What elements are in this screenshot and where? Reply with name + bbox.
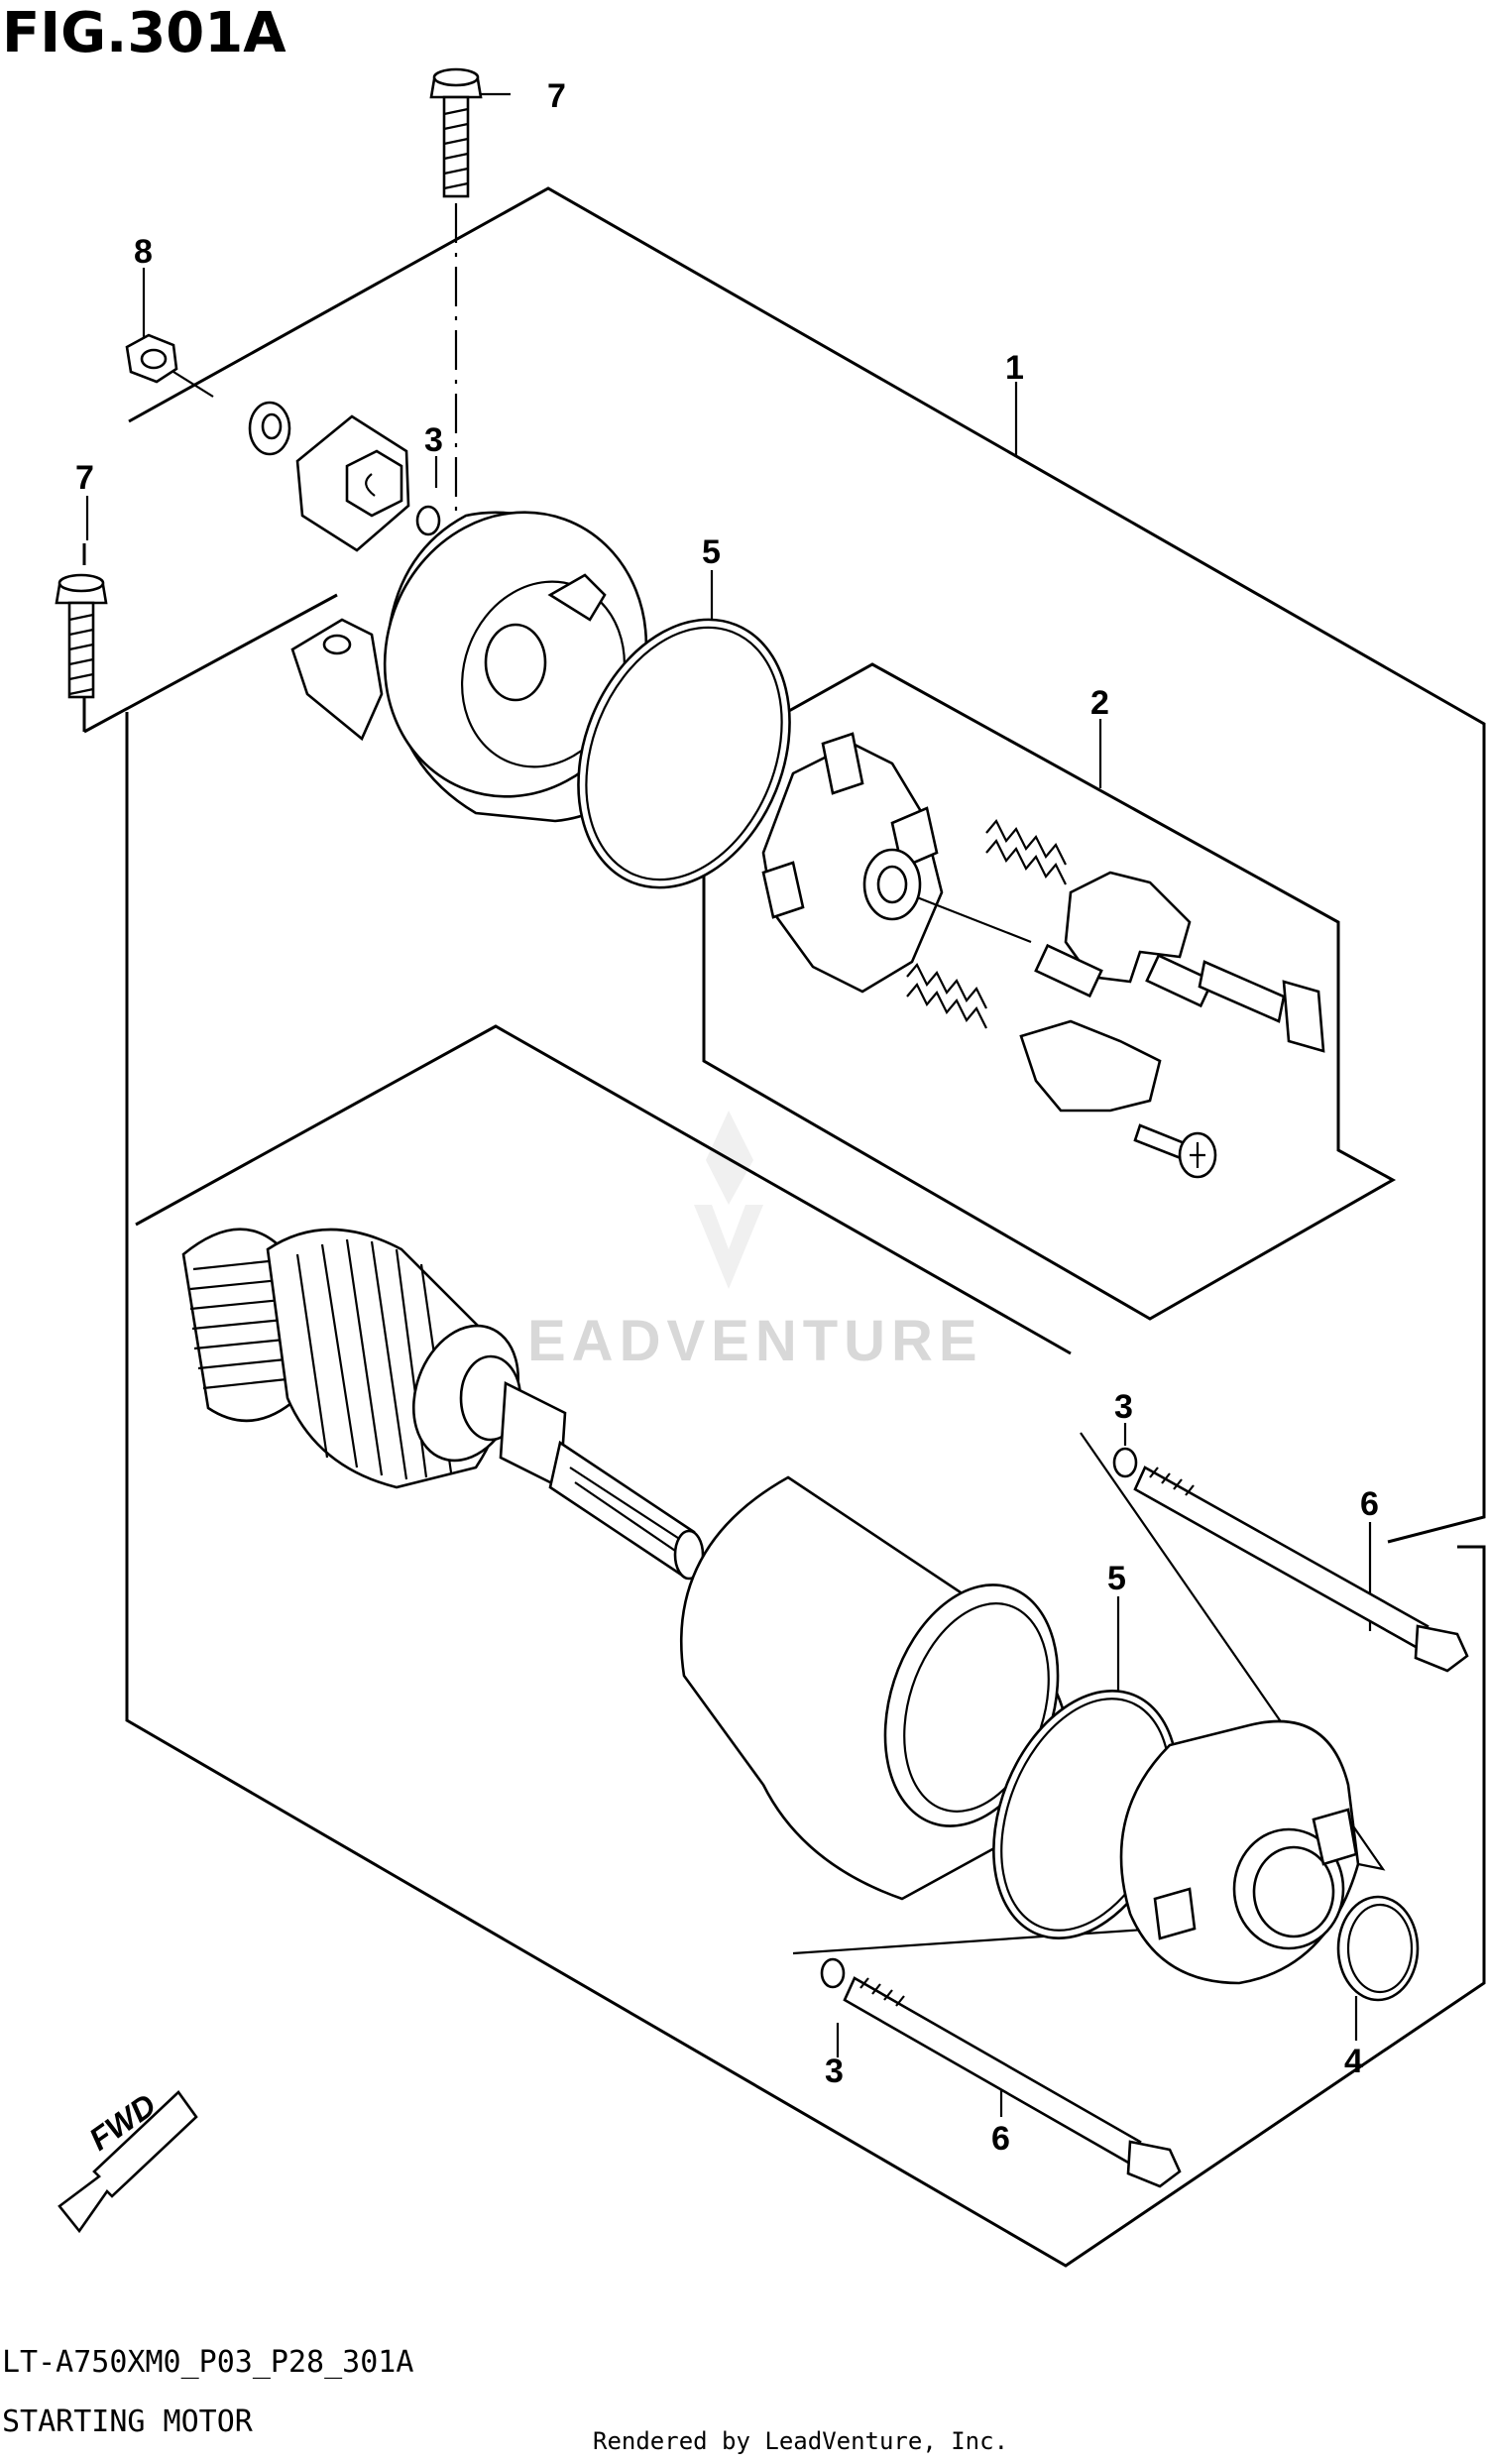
footer-code: LT-A750XM0_P03_P28_301A <box>2 2345 413 2380</box>
brush-screw <box>1133 1123 1217 1179</box>
through-bolt-6-upper <box>1133 1466 1469 1673</box>
callout-6-upper: 6 <box>1360 1485 1379 1523</box>
figure-title: FIG.301A <box>2 1 286 65</box>
callout-5-lower: 5 <box>1107 1560 1126 1597</box>
callout-6-lower: 6 <box>991 2120 1010 2158</box>
nut-axis-line <box>172 371 214 398</box>
bracket-leader <box>83 593 338 734</box>
watermark-logo <box>694 1111 763 1289</box>
end-cover <box>1119 1719 1360 1985</box>
oring-5-upper <box>577 618 791 889</box>
bolt-7-left <box>55 573 108 699</box>
callout-7-top: 7 <box>547 77 566 115</box>
callout-3-upper: 3 <box>424 421 443 459</box>
callout-4: 4 <box>1344 2043 1363 2080</box>
oring-3-lower <box>820 1957 846 1989</box>
washer <box>248 401 291 456</box>
brush-holder-box <box>702 662 1397 1321</box>
callout-5-upper: 5 <box>702 533 721 571</box>
brush-spring-lower <box>906 963 987 1029</box>
assembly-outline <box>125 186 1486 2268</box>
callout-1: 1 <box>1005 349 1024 387</box>
armature <box>181 1228 705 1581</box>
terminal-bolt <box>1198 960 1325 1053</box>
armature-box <box>135 1024 1072 1355</box>
terminal-cap <box>295 414 410 552</box>
end-cover-leader-lower <box>792 1927 1161 1955</box>
callout-3-mid: 3 <box>1114 1388 1133 1426</box>
footer-name: STARTING MOTOR <box>2 2405 254 2439</box>
watermark-text: EADVENTURE <box>527 1309 983 1373</box>
through-bolt-6-lower <box>843 1976 1182 2188</box>
brush-plate-upper <box>1034 871 1214 1008</box>
oring-3-upper <box>415 505 441 536</box>
bolt-7-top <box>429 67 483 198</box>
fwd-arrow-icon <box>57 2090 198 2234</box>
brush-holder <box>761 732 1032 994</box>
callout-3-lower: 3 <box>825 2053 844 2090</box>
oring-3-mid <box>1112 1447 1138 1478</box>
oring-4 <box>1336 1895 1420 2002</box>
callout-8: 8 <box>134 233 153 271</box>
brush-spring-upper <box>985 819 1067 885</box>
nut-8 <box>125 333 178 384</box>
rendered-by: Rendered by LeadVenture, Inc. <box>593 2427 1008 2455</box>
brush-plate-lower <box>1019 1019 1162 1113</box>
callout-2: 2 <box>1090 684 1109 722</box>
callout-7-left: 7 <box>75 459 94 497</box>
